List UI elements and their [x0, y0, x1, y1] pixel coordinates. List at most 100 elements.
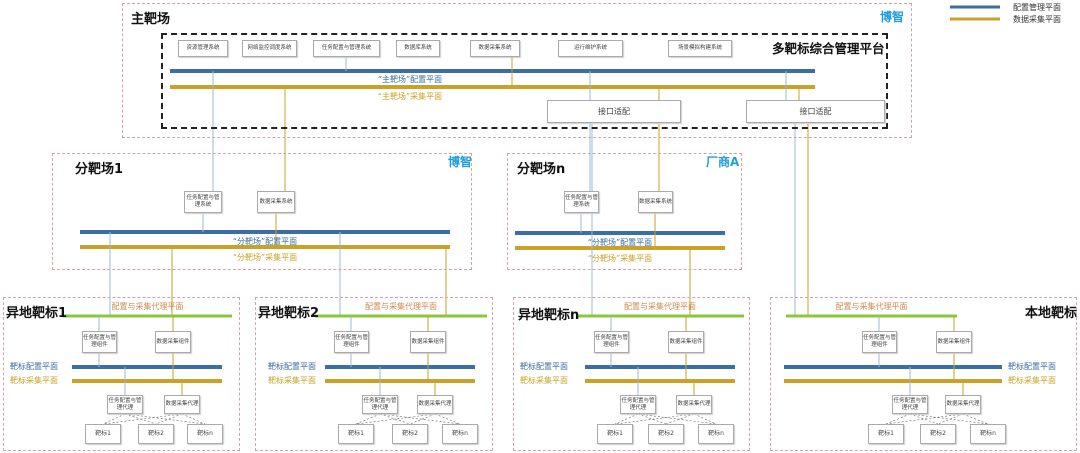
- sub-range-1-panel: [52, 153, 472, 270]
- system-box-scenario: 场景模拟构建系统: [668, 40, 732, 57]
- target-2-config-plane-label: 靶标配置平面: [268, 362, 316, 371]
- system-box-data-collect: 数据采集系统: [470, 40, 520, 57]
- target-4-config-plane-label: 靶标配置平面: [1008, 362, 1056, 371]
- target-3-item-3: 靶标n: [698, 424, 734, 444]
- connector: [124, 413, 206, 425]
- target-3-collect-agent: 数据采集代理: [676, 395, 712, 414]
- system-box-resource: 资源管理系统: [178, 40, 228, 57]
- system-box-operations: 运行维护系统: [558, 40, 623, 57]
- target-1-title: 异地靶标1: [6, 306, 68, 321]
- connector: [962, 413, 989, 425]
- target-2-config-agent: 任务配置与管理代理: [362, 395, 398, 414]
- connector: [155, 413, 183, 425]
- connector: [181, 413, 206, 425]
- connector: [409, 413, 436, 425]
- connector: [102, 413, 126, 425]
- sub-range-1-collect-system: 数据采集系统: [257, 191, 295, 213]
- target-4-config-agent: 任务配置与管理代理: [892, 395, 928, 414]
- connector: [355, 413, 436, 425]
- sub-range-n-config-plane-label: “分靶场”配置平面: [587, 238, 653, 247]
- target-2-item-1: 靶标1: [338, 424, 374, 444]
- connector: [379, 413, 461, 425]
- target-2-proxy-plane-label: 配置与采集代理平面: [365, 302, 437, 311]
- main-range-title: 主靶场: [131, 12, 171, 27]
- system-box-task-config: 任务配置与管理系统: [313, 40, 380, 57]
- main-range-panel: [122, 3, 912, 138]
- target-1-config-agent: 任务配置与管理代理: [107, 395, 143, 414]
- connector: [885, 413, 911, 425]
- target-1-item-2: 靶标2: [138, 424, 174, 444]
- sub-range-n-vendor: 厂商A: [706, 155, 740, 169]
- connector: [637, 413, 667, 425]
- sub-range-n-config-system: 任务配置与管理系统: [564, 191, 599, 213]
- sub-range-n-panel: [507, 153, 742, 270]
- legend-collect-label: 数据采集平面: [1013, 15, 1061, 24]
- system-box-network: 网络监控调度系统: [242, 40, 297, 57]
- target-1-collect-agent: 数据采集代理: [164, 395, 200, 414]
- target-4-collect-component: 数据采集组件: [936, 331, 972, 353]
- connector: [614, 413, 639, 425]
- sub-range-1-collect-plane-label: “分靶场”采集平面: [232, 253, 298, 262]
- target-3-item-1: 靶标1: [597, 424, 633, 444]
- connector: [665, 413, 695, 425]
- target-4-item-1: 靶标1: [868, 424, 904, 444]
- main-config-plane-label: “主靶场”配置平面: [377, 75, 443, 84]
- connector: [885, 413, 964, 425]
- target-3-config-component: 任务配置与管理组件: [594, 331, 629, 353]
- connector: [355, 413, 381, 425]
- platform-title: 多靶标综合管理平台: [772, 41, 885, 56]
- target-2-collect-agent: 数据采集代理: [417, 395, 453, 414]
- main-range-vendor: 博智: [880, 10, 905, 24]
- target-3-config-plane-label: 靶标配置平面: [520, 362, 568, 371]
- connector: [124, 413, 157, 425]
- legend-config-label: 配置管理平面: [1013, 3, 1061, 12]
- target-4-proxy-plane-label: 配置与采集代理平面: [835, 302, 908, 311]
- target-4-config-component: 任务配置与管理组件: [862, 331, 897, 353]
- target-2-collect-plane-label: 靶标采集平面: [268, 376, 316, 385]
- sub-range-n-title: 分靶场n: [517, 162, 566, 177]
- connector: [379, 413, 411, 425]
- connector: [909, 413, 939, 425]
- platform-panel: [161, 33, 888, 129]
- target-1-config-component: 任务配置与管理组件: [82, 331, 117, 353]
- target-3-title: 异地靶标n: [518, 308, 580, 323]
- connector: [693, 413, 717, 425]
- target-3-panel: [513, 297, 750, 451]
- target-3-item-2: 靶标2: [648, 424, 684, 444]
- target-3-config-agent: 任务配置与管理代理: [620, 395, 656, 414]
- sub-range-n-collect-plane-label: “分靶场”采集平面: [587, 254, 653, 263]
- sub-range-1-config-system: 任务配置与管理系统: [184, 191, 222, 213]
- target-4-panel: [770, 297, 1077, 451]
- connector: [637, 413, 717, 425]
- target-3-collect-component: 数据采集组件: [668, 331, 704, 353]
- target-1-panel: [3, 297, 240, 451]
- connector: [614, 413, 695, 425]
- target-1-collect-component: 数据采集组件: [155, 331, 191, 353]
- target-2-item-3: 靶标n: [442, 424, 478, 444]
- sub-range-1-config-plane-label: “分靶场”配置平面: [232, 237, 298, 246]
- target-1-item-1: 靶标1: [85, 424, 121, 444]
- interface-adapter-2: 接口适配: [746, 100, 885, 123]
- target-2-item-2: 靶标2: [392, 424, 428, 444]
- target-1-collect-plane-label: 靶标采集平面: [10, 376, 58, 385]
- target-2-panel: [255, 297, 493, 451]
- target-2-config-component: 任务配置与管理组件: [334, 331, 369, 353]
- sub-range-1-title: 分靶场1: [75, 162, 124, 177]
- connector: [909, 413, 989, 425]
- target-4-collect-plane-label: 靶标采集平面: [1008, 376, 1056, 385]
- target-1-item-3: 靶标n: [187, 424, 223, 444]
- target-4-collect-agent: 数据采集代理: [945, 395, 981, 414]
- system-box-database: 数据库系统: [396, 40, 440, 57]
- target-4-item-2: 靶标2: [920, 424, 956, 444]
- main-collect-plane-label: “主靶场”采集平面: [377, 92, 443, 101]
- target-1-proxy-plane-label: 配置与采集代理平面: [111, 302, 184, 311]
- sub-range-n-collect-system: 数据采集系统: [638, 191, 673, 213]
- target-3-proxy-plane-label: 配置与采集代理平面: [624, 302, 696, 311]
- sub-range-1-vendor: 博智: [448, 155, 473, 169]
- target-3-collect-plane-label: 靶标采集平面: [520, 376, 568, 385]
- connector: [102, 413, 183, 425]
- target-4-item-3: 靶标n: [970, 424, 1006, 444]
- target-2-title: 异地靶标2: [258, 306, 320, 321]
- target-1-config-plane-label: 靶标配置平面: [10, 362, 58, 371]
